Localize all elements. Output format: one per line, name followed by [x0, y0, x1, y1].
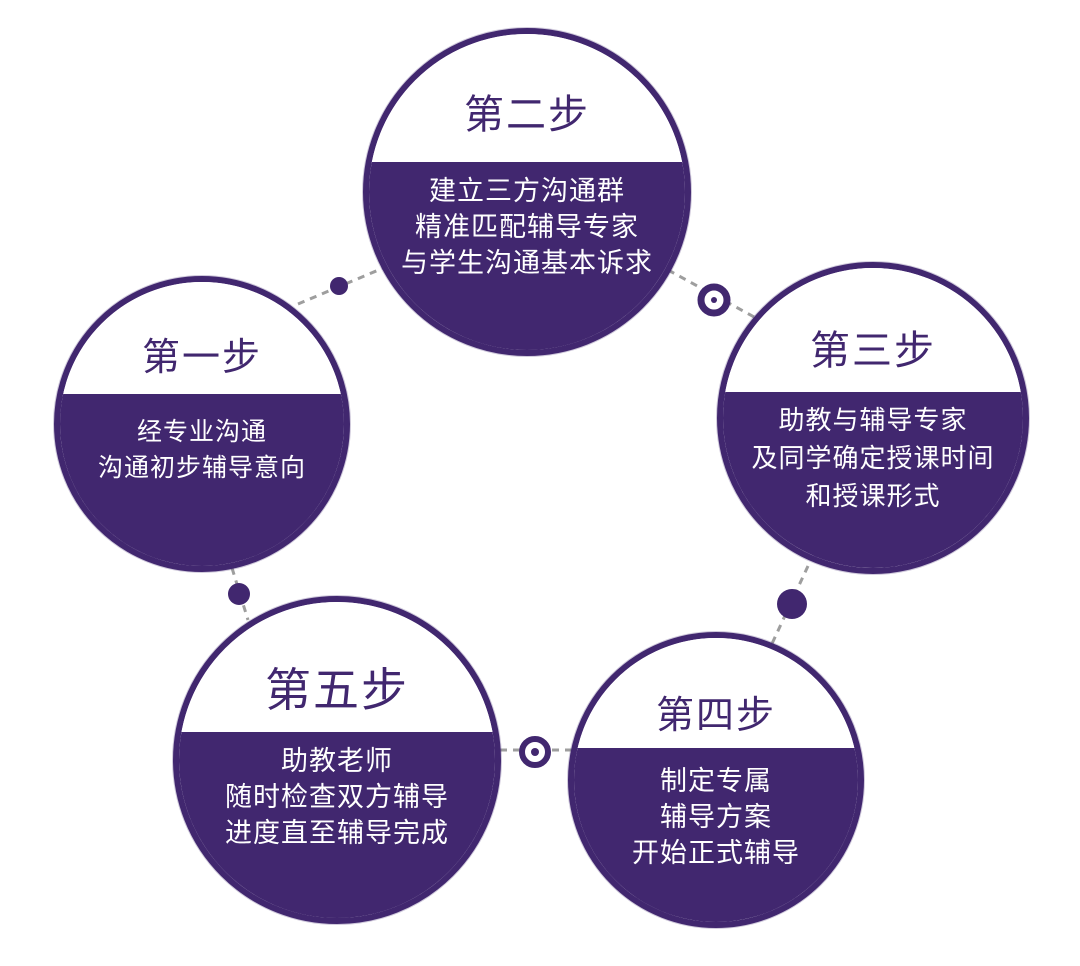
step-4-body [574, 748, 858, 922]
step-1-circle: 第一步 经专业沟通 沟通初步辅导意向 [54, 276, 350, 572]
step-2-description: 建立三方沟通群 精准匹配辅导专家 与学生沟通基本诉求 [369, 174, 685, 282]
connector-dot-5-1 [228, 583, 250, 605]
step-3-body [723, 392, 1023, 568]
step-5-description: 助教老师 随时检查双方辅导 进度直至辅导完成 [179, 744, 495, 852]
step-5-line-1: 助教老师 [281, 746, 393, 777]
step-2-line-2: 精准匹配辅导专家 [415, 212, 639, 243]
step-4-line-3: 开始正式辅导 [632, 838, 800, 869]
step-5-circle: 第五步 助教老师 随时检查双方辅导 进度直至辅导完成 [173, 596, 501, 924]
step-1-description: 经专业沟通 沟通初步辅导意向 [60, 414, 344, 486]
step-3-line-1: 助教与辅导专家 [778, 406, 968, 436]
step-4-description: 制定专属 辅导方案 开始正式辅导 [574, 764, 858, 872]
step-4-line-2: 辅导方案 [660, 802, 772, 833]
step-5-body [179, 732, 495, 918]
step-2-body [369, 162, 685, 350]
step-2-title: 第二步 [464, 92, 590, 138]
step-4-circle: 第四步 制定专属 辅导方案 开始正式辅导 [568, 632, 864, 928]
step-2-line-1: 建立三方沟通群 [429, 176, 625, 207]
step-3-title: 第三步 [810, 328, 936, 374]
connector-ring-4-5-center [531, 748, 539, 756]
connector-ring-2-3-center [711, 297, 717, 303]
connector-dot-3-4 [777, 589, 807, 619]
step-3-circle: 第三步 助教与辅导专家 及同学确定授课时间 和授课形式 [717, 262, 1029, 574]
step-1-header [60, 282, 344, 396]
step-5-line-2: 随时检查双方辅导 [225, 782, 449, 813]
step-3-description: 助教与辅导专家 及同学确定授课时间 和授课形式 [723, 402, 1023, 516]
step-3-line-2: 及同学确定授课时间 [751, 444, 995, 474]
step-1-line-2: 沟通初步辅导意向 [97, 453, 306, 482]
step-5-header [179, 602, 495, 734]
step-5-title: 第五步 [265, 663, 409, 717]
step-4-line-1: 制定专属 [660, 766, 772, 797]
step-2-line-3: 与学生沟通基本诉求 [401, 248, 653, 279]
step-1-title: 第一步 [141, 335, 262, 379]
step-1-line-1: 经专业沟通 [136, 417, 267, 446]
step-4-title: 第四步 [655, 693, 776, 737]
step-2-circle: 第二步 建立三方沟通群 精准匹配辅导专家 与学生沟通基本诉求 [363, 28, 691, 356]
step-3-line-3: 和授课形式 [805, 482, 941, 512]
step-1-body [60, 394, 344, 566]
step-3-header [723, 268, 1023, 394]
step-5-line-3: 进度直至辅导完成 [225, 818, 449, 849]
